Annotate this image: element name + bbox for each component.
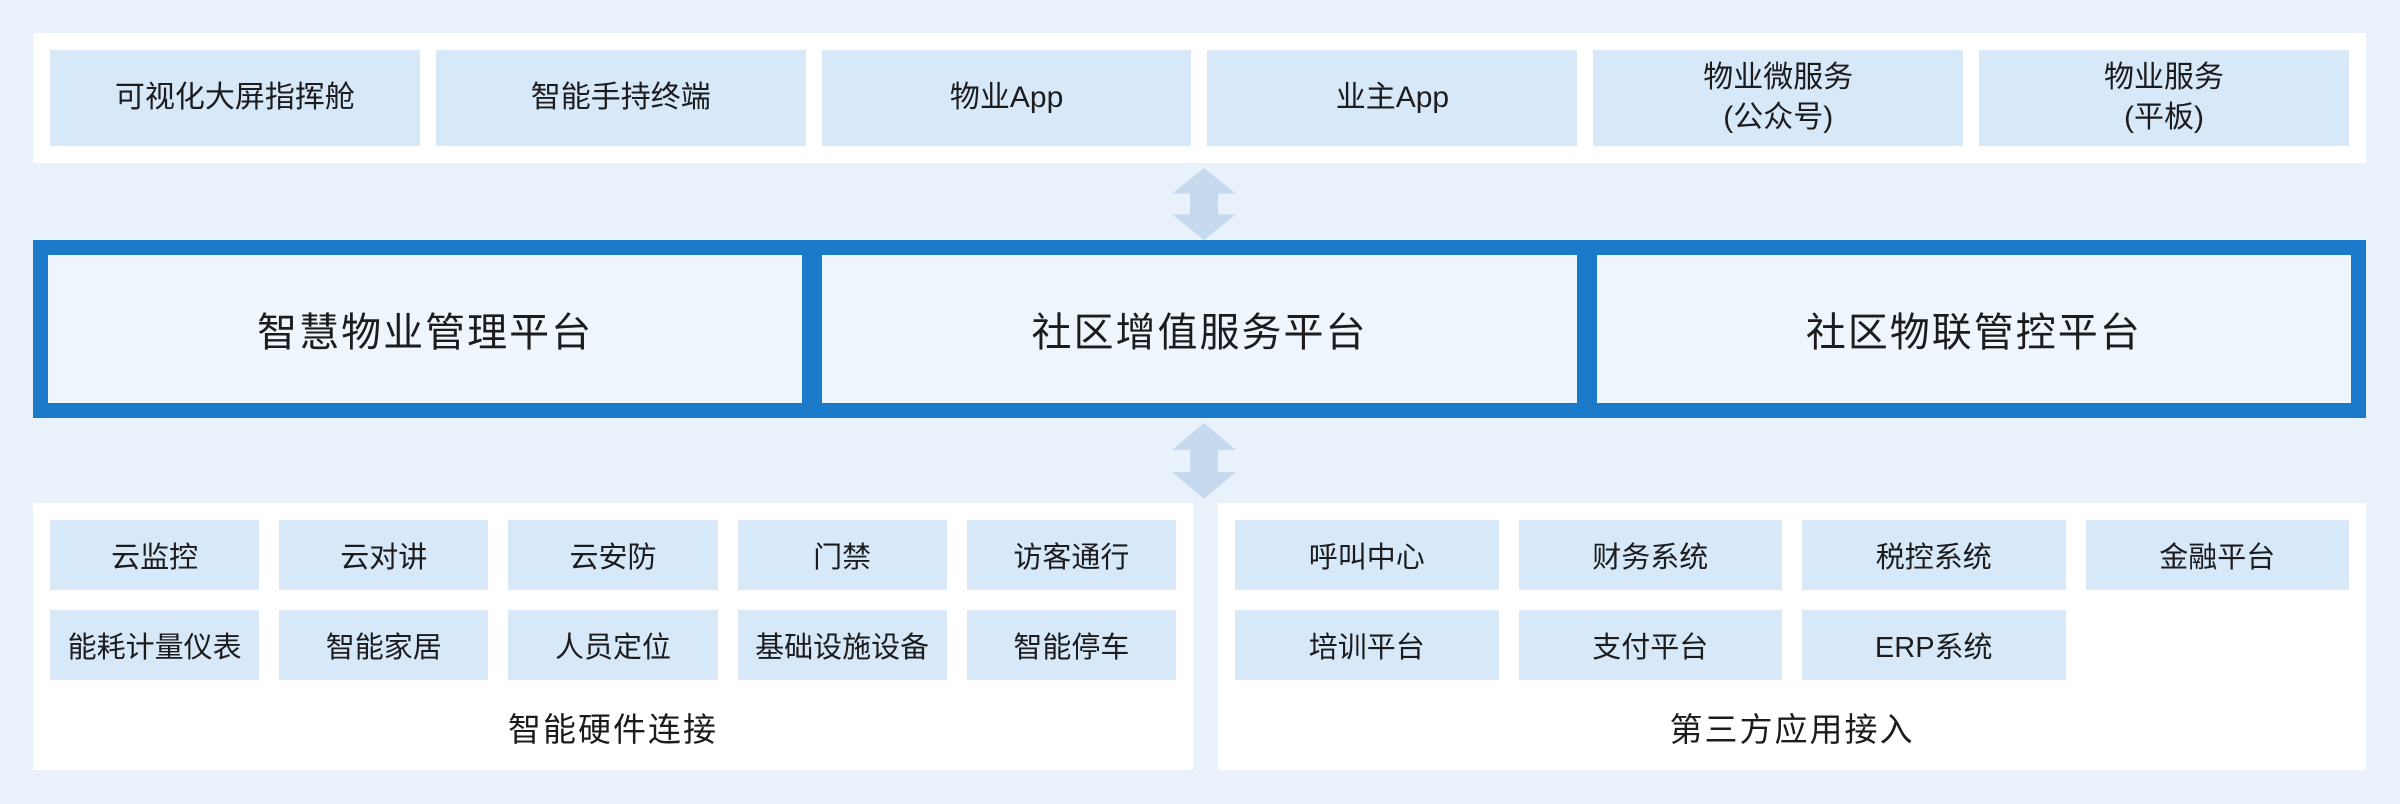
- double-arrow-shape: [1172, 423, 1236, 499]
- third-party-box-erp-system: ERP系统: [1802, 610, 2066, 680]
- hardware-box-smart-home: 智能家居: [279, 610, 489, 680]
- access-layer-band: 可视化大屏指挥舱 智能手持终端 物业App 业主App 物业微服务 (公众号) …: [33, 33, 2366, 163]
- platform-box-value-added-service: 社区增值服务平台: [822, 255, 1577, 403]
- third-party-box-finance-system: 财务系统: [1518, 520, 1782, 590]
- third-party-box-training-platform: 培训平台: [1235, 610, 1499, 680]
- double-arrow-icon: [1172, 168, 1236, 240]
- device-box-tablet-service: 物业服务 (平板): [1979, 50, 2349, 146]
- hardware-row-1: 云监控 云对讲 云安防 门禁 访客通行: [50, 520, 1176, 590]
- platform-box-iot-control: 社区物联管控平台: [1596, 255, 2351, 403]
- hardware-box-cloud-intercom: 云对讲: [279, 520, 489, 590]
- third-party-panel: 呼叫中心 财务系统 税控系统 金融平台 培训平台 支付平台 ERP系统 第三方应…: [1218, 503, 2366, 770]
- double-arrow-shape: [1172, 168, 1236, 240]
- hardware-box-personnel-positioning: 人员定位: [508, 610, 718, 680]
- third-party-row-1: 呼叫中心 财务系统 税控系统 金融平台: [1235, 520, 2349, 590]
- platform-layer-band: 智慧物业管理平台 社区增值服务平台 社区物联管控平台: [33, 240, 2366, 418]
- double-arrow-icon: [1172, 423, 1236, 499]
- hardware-box-access-control: 门禁: [737, 520, 947, 590]
- hardware-row-2: 能耗计量仪表 智能家居 人员定位 基础设施设备 智能停车: [50, 610, 1176, 680]
- third-party-box-tax-system: 税控系统: [1802, 520, 2066, 590]
- third-party-row-2: 培训平台 支付平台 ERP系统: [1235, 610, 2349, 680]
- hardware-box-cloud-monitoring: 云监控: [50, 520, 260, 590]
- hardware-box-infrastructure-equipment: 基础设施设备: [737, 610, 947, 680]
- device-box-command-center: 可视化大屏指挥舱: [50, 50, 420, 146]
- hardware-box-smart-parking: 智能停车: [966, 610, 1176, 680]
- third-party-box-call-center: 呼叫中心: [1235, 520, 1499, 590]
- hardware-section-title: 智能硬件连接: [508, 710, 718, 748]
- platform-box-property-management: 智慧物业管理平台: [48, 255, 803, 403]
- third-party-box-financial-platform: 金融平台: [2085, 520, 2349, 590]
- hardware-box-cloud-security: 云安防: [508, 520, 718, 590]
- third-party-section-title: 第三方应用接入: [1669, 710, 1915, 748]
- device-box-property-app: 物业App: [821, 50, 1192, 146]
- device-box-owner-app: 业主App: [1207, 50, 1578, 146]
- hardware-box-visitor-pass: 访客通行: [966, 520, 1176, 590]
- hardware-box-energy-meter: 能耗计量仪表: [50, 610, 260, 680]
- third-party-box-payment-platform: 支付平台: [1518, 610, 1782, 680]
- hardware-panel: 云监控 云对讲 云安防 门禁 访客通行 能耗计量仪表 智能家居 人员定位 基础设…: [33, 503, 1193, 770]
- device-box-handheld-terminal: 智能手持终端: [435, 50, 806, 146]
- device-box-wechat-service: 物业微服务 (公众号): [1593, 50, 1964, 146]
